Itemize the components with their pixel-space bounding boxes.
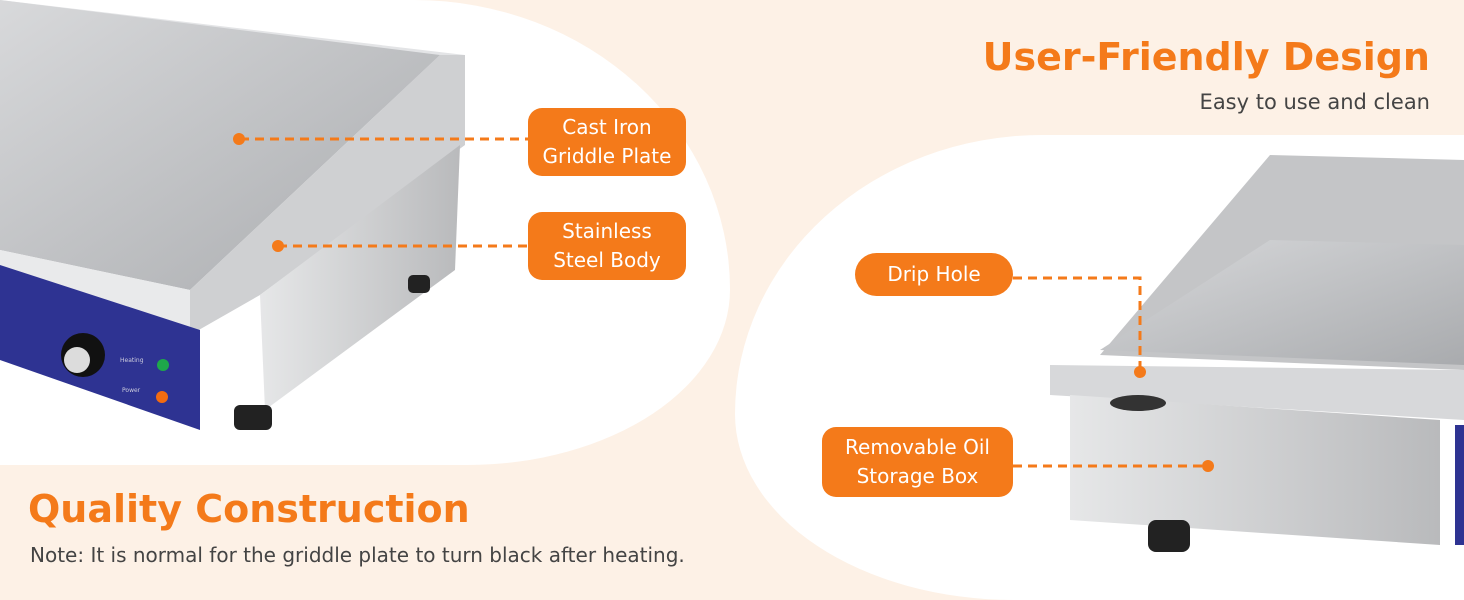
callout-line: Removable Oil xyxy=(845,435,990,459)
callout-line: Cast Iron xyxy=(562,115,652,139)
quality-construction-heading: Quality Construction xyxy=(28,487,470,531)
callout-stainless-steel-body: Stainless Steel Body xyxy=(528,212,686,280)
callout-removable-oil-storage-box: Removable Oil Storage Box xyxy=(822,427,1013,497)
callout-line: Griddle Plate xyxy=(542,144,672,168)
user-friendly-design-heading: User-Friendly Design xyxy=(982,35,1430,79)
left-griddle-image xyxy=(0,0,465,430)
callout-line: Storage Box xyxy=(856,464,979,488)
leader-lines xyxy=(240,137,1207,468)
callout-line: Stainless xyxy=(562,219,652,243)
heating-label: Heating xyxy=(120,357,144,364)
heating-light xyxy=(157,359,169,371)
callout-line: Drip Hole xyxy=(887,262,981,286)
callout-line: Steel Body xyxy=(553,248,661,272)
leader-dots xyxy=(233,133,1214,472)
callout-cast-iron-griddle-plate: Cast Iron Griddle Plate xyxy=(528,108,686,176)
callout-drip-hole: Drip Hole xyxy=(855,253,1013,296)
note-text: Note: It is normal for the griddle plate… xyxy=(30,543,685,567)
user-friendly-subtitle: Easy to use and clean xyxy=(1199,90,1430,114)
right-griddle-image xyxy=(1050,155,1464,552)
drip-hole xyxy=(1110,395,1166,411)
power-label: Power xyxy=(122,387,141,394)
power-light xyxy=(156,391,168,403)
